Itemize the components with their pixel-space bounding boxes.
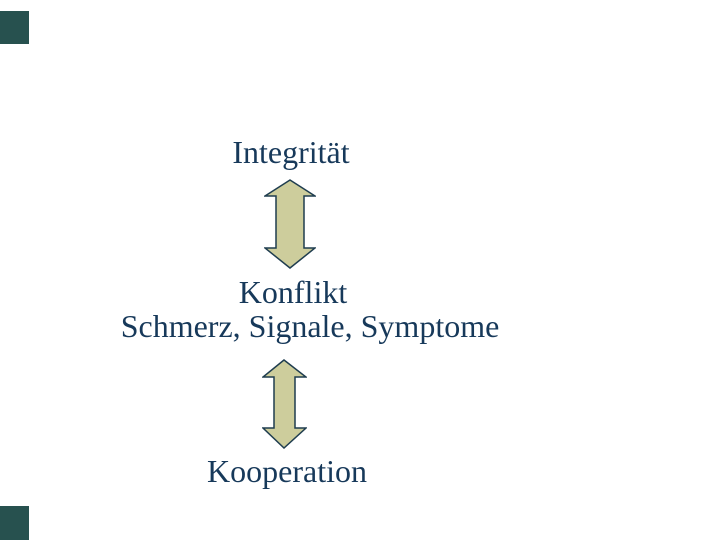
decor-tile-bottom — [0, 506, 29, 540]
label-kooperation: Kooperation — [207, 453, 367, 489]
label-schmerz-signale-symptome: Schmerz, Signale, Symptome — [120, 308, 500, 344]
double-vertical-arrow-icon — [264, 179, 316, 269]
label-konflikt: Konflikt — [238, 274, 348, 310]
label-integritaet: Integrität — [232, 134, 350, 170]
double-vertical-arrow-icon — [262, 359, 307, 449]
decor-tile-top — [0, 11, 29, 44]
